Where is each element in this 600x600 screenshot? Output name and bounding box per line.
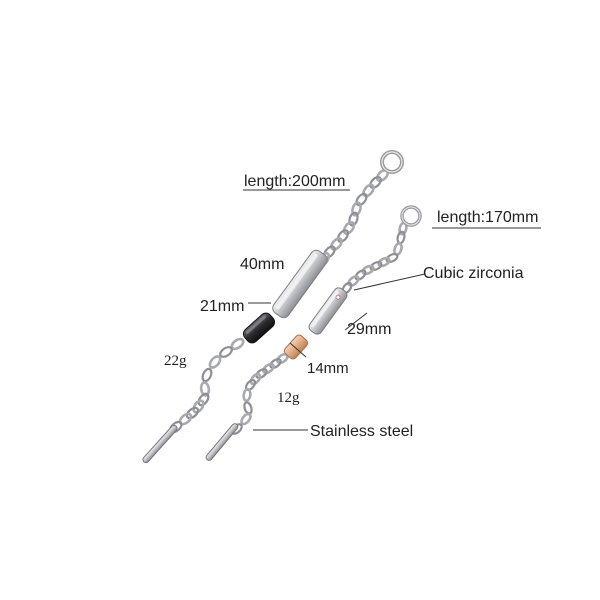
bracelet-b-silver-plate — [308, 287, 348, 335]
zirconia-pointer — [353, 273, 426, 291]
chain-link — [351, 201, 362, 217]
chain-link — [355, 192, 368, 207]
plate-b-small-label: 14mm — [307, 360, 349, 377]
weight-a-label: 22g — [164, 353, 187, 369]
plate-b-small-pointer — [289, 342, 307, 358]
chain-link — [240, 412, 252, 426]
chain-link — [201, 367, 213, 383]
chain-link — [361, 264, 375, 276]
chain-link — [192, 399, 205, 414]
chain-link — [255, 368, 268, 379]
chain-link — [385, 252, 399, 264]
zirconia-label: Cubic zirconia — [423, 265, 524, 282]
chain-link — [354, 269, 367, 281]
material-label: Stainless steel — [310, 423, 413, 440]
zirconia-stone — [335, 294, 341, 300]
bracelet-b-toggle-ring — [400, 205, 422, 227]
chain-link — [362, 183, 375, 198]
chain-link — [347, 275, 360, 287]
chain-link — [208, 355, 222, 369]
bracelet-a-silver-plate — [272, 249, 328, 319]
chain-link — [342, 221, 356, 235]
plate-a-small-label: 21mm — [200, 298, 244, 315]
chain-link — [348, 211, 359, 227]
bracelet-b-toggle-bar — [205, 423, 239, 461]
length-b-label: length:170mm — [437, 209, 538, 226]
chain-link — [377, 256, 391, 268]
plate-b-length-label: 29mm — [347, 321, 391, 338]
length-a-label: length:200mm — [244, 173, 345, 190]
chain-link — [197, 392, 210, 407]
pointer-lines — [243, 189, 541, 431]
chain-link — [369, 260, 383, 272]
chain-link — [262, 362, 275, 375]
bracelet-a-black-plate — [242, 312, 276, 344]
weight-b-label: 12g — [277, 390, 300, 406]
chain-link — [249, 372, 262, 386]
chain-link — [178, 412, 193, 426]
chain-link — [336, 229, 350, 243]
bracelet-b-chain — [231, 221, 408, 435]
plate-b-length-pointer — [344, 312, 368, 331]
bracelet-a-toggle-ring — [380, 150, 404, 174]
chain-link — [369, 176, 382, 189]
chain-link — [269, 358, 282, 369]
chain-link — [243, 401, 253, 415]
chain-link — [219, 346, 233, 358]
chain-link — [199, 381, 211, 397]
chain-link — [330, 237, 343, 251]
bracelet-b-rose-plate — [283, 334, 309, 360]
chain-link — [185, 406, 200, 420]
chain-link — [242, 387, 252, 403]
plate-a-length-label: 40mm — [240, 256, 284, 273]
bracelet-a-toggle-bar — [142, 424, 178, 464]
